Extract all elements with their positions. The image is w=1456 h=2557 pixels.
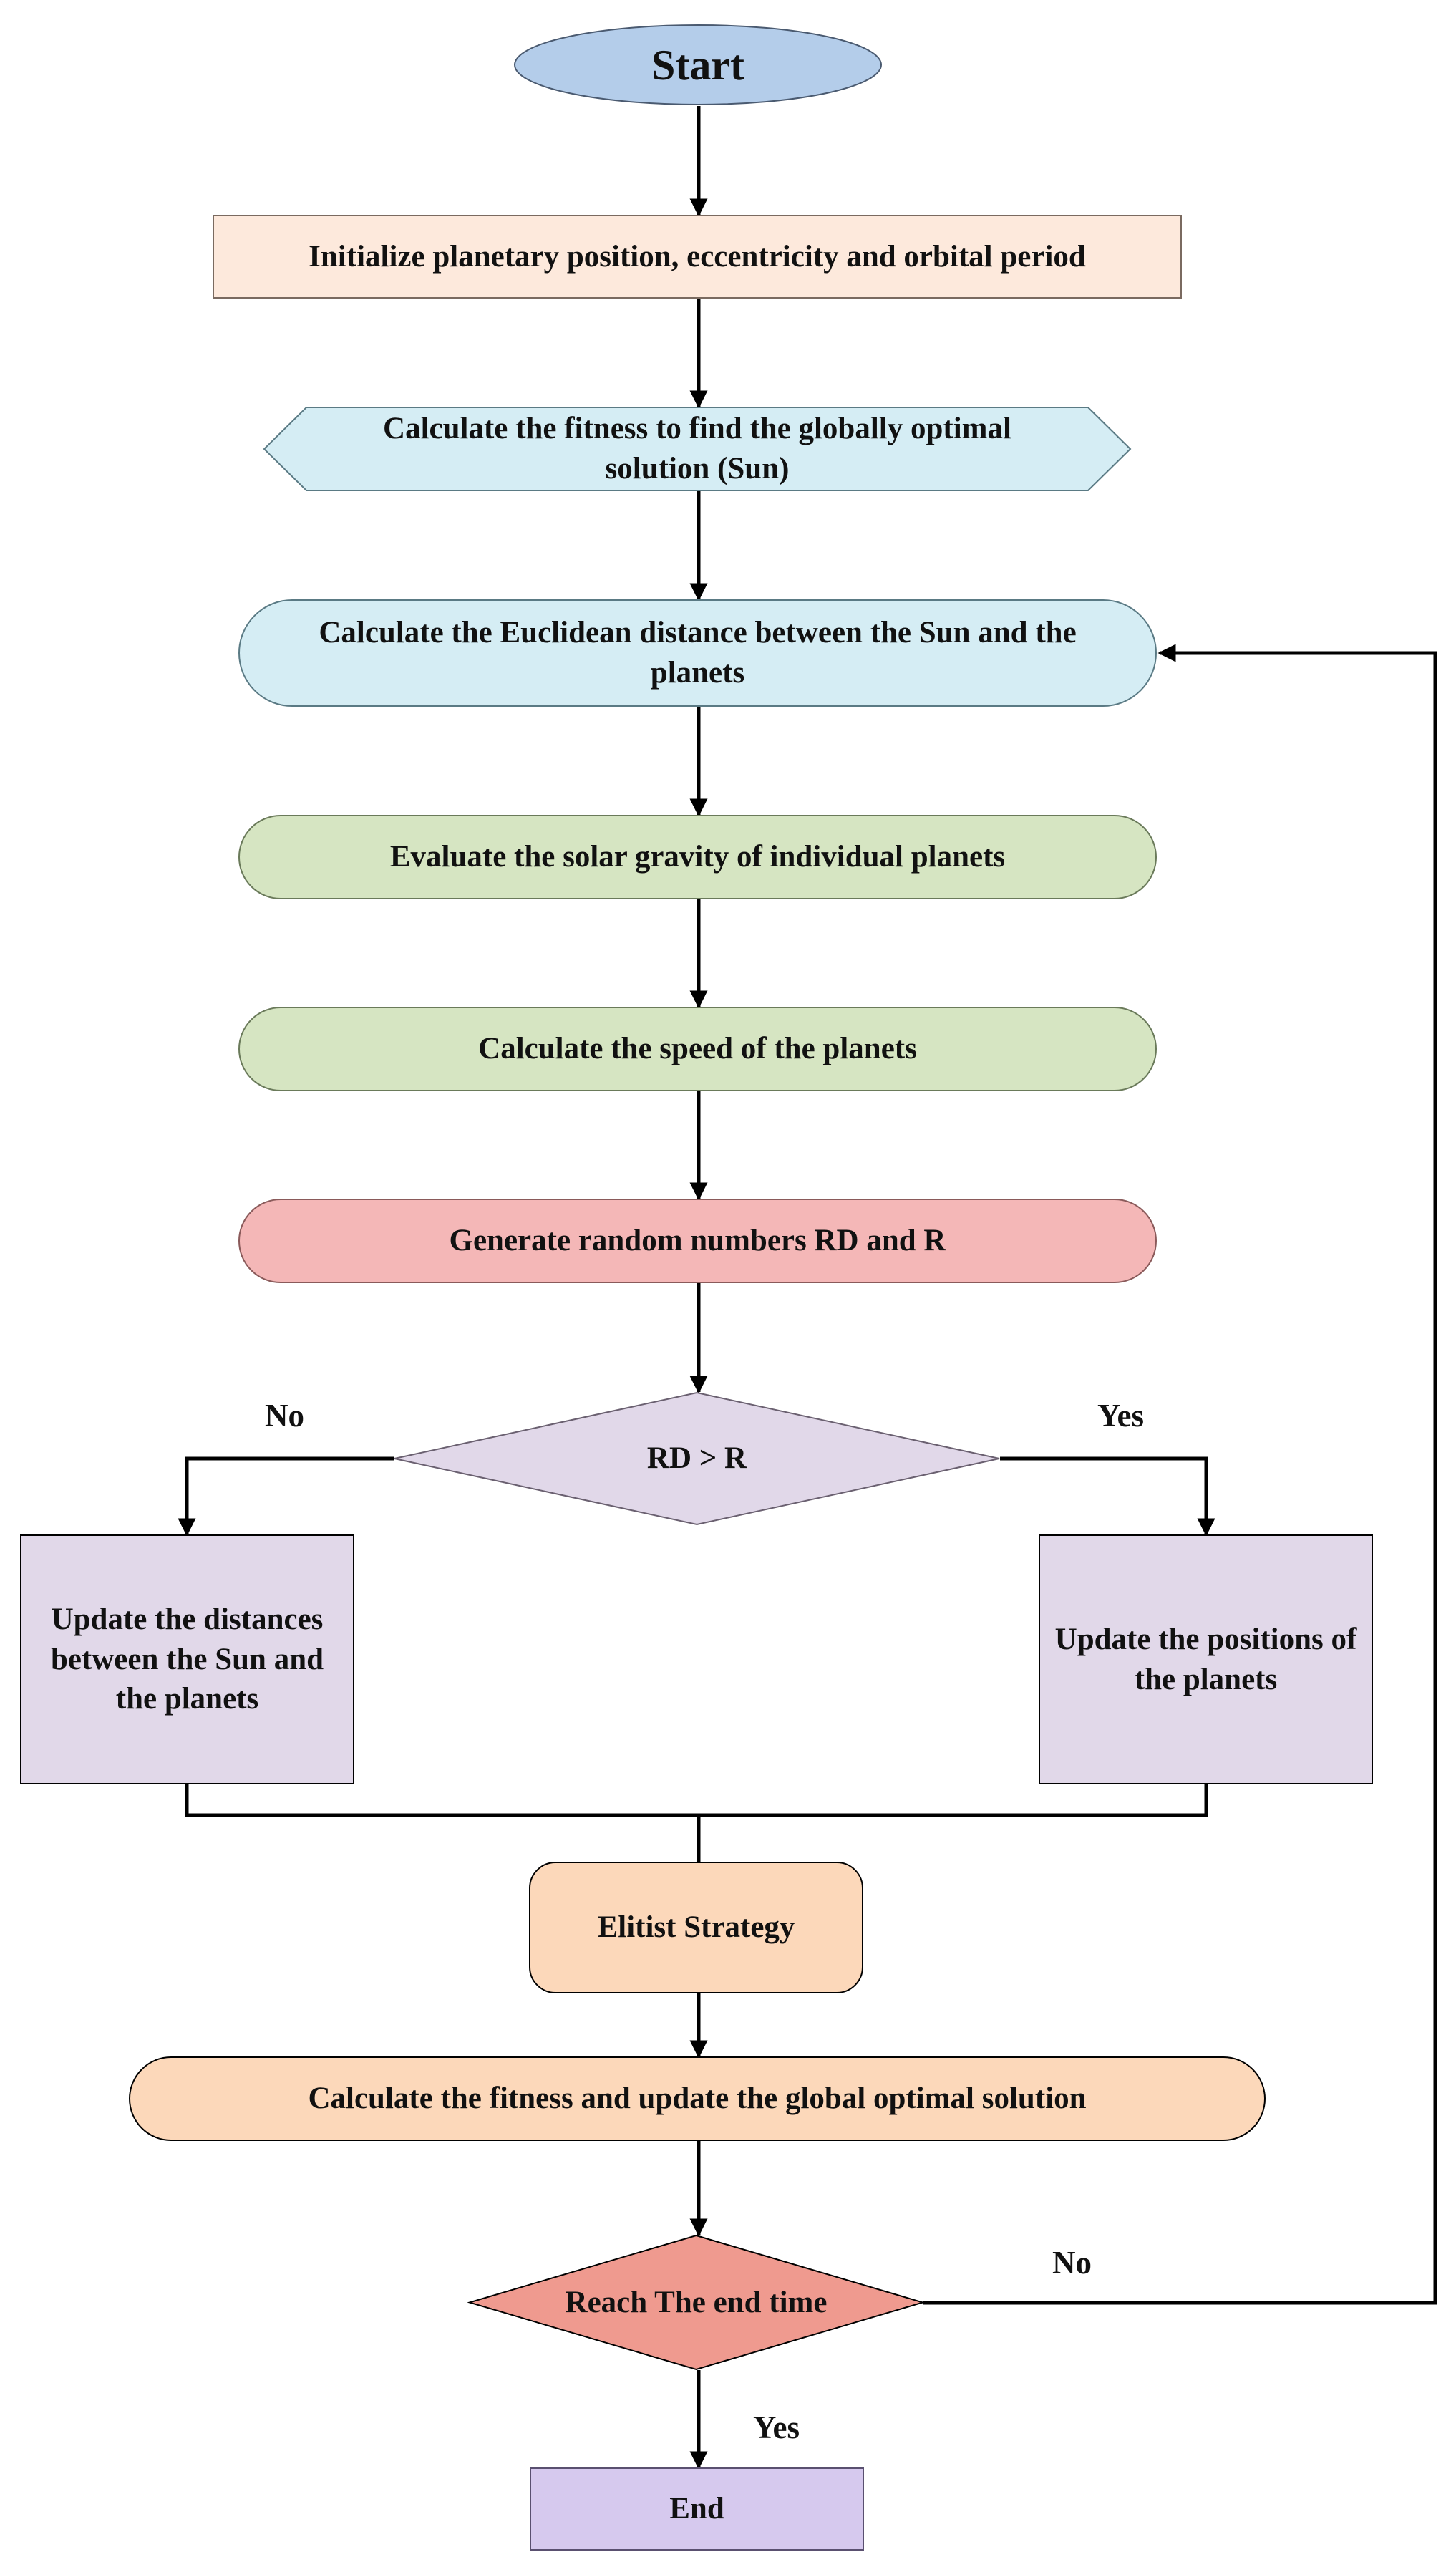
decision-end-shape bbox=[467, 2234, 926, 2371]
edge-label-rd-yes: Yes bbox=[1097, 1398, 1144, 1434]
update-distances-label: Update the distances between the Sun and… bbox=[50, 1602, 324, 1716]
end-shape bbox=[530, 2467, 864, 2551]
gravity-label: Evaluate the solar gravity of individual… bbox=[389, 840, 1006, 874]
decision-end-node: Reach The end time bbox=[467, 2234, 926, 2371]
update-distances-shape bbox=[20, 1534, 354, 1784]
elitist-node: Elitist Strategy bbox=[529, 1862, 863, 1993]
gravity-node: Evaluate the solar gravity of individual… bbox=[238, 815, 1157, 899]
arrow-loop-back-no bbox=[923, 644, 1437, 2305]
fitness-sun-shape bbox=[263, 407, 1132, 491]
end-node: End bbox=[530, 2467, 864, 2551]
start-shape bbox=[514, 24, 882, 105]
random-node: Generate random numbers RD and R bbox=[238, 1199, 1157, 1283]
decision-rd-label: RD > R bbox=[646, 1441, 747, 1476]
decision-rd-node: RD > R bbox=[394, 1391, 1000, 1526]
decision-end-label: Reach The end time bbox=[565, 2285, 828, 2319]
fitness-sun-label: Calculate the fitness to find the global… bbox=[383, 412, 1011, 485]
random-label: Generate random numbers RD and R bbox=[449, 1224, 946, 1258]
start-node: Start bbox=[513, 24, 883, 106]
euclidean-node: Calculate the Euclidean distance between… bbox=[238, 599, 1157, 707]
decision-rd-shape bbox=[394, 1391, 1000, 1526]
line-merge bbox=[185, 1784, 1208, 1817]
speed-node: Calculate the speed of the planets bbox=[238, 1007, 1157, 1091]
init-label: Initialize planetary position, eccentric… bbox=[309, 239, 1086, 274]
fitness-update-label: Calculate the fitness and update the glo… bbox=[308, 2082, 1087, 2116]
edge-label-end-yes: Yes bbox=[753, 2409, 800, 2445]
arrow-yes-to-update-positions bbox=[1000, 1456, 1215, 1537]
fitness-update-node: Calculate the fitness and update the glo… bbox=[129, 2056, 1266, 2141]
update-distances-node: Update the distances between the Sun and… bbox=[20, 1534, 354, 1784]
update-positions-label: Update the positions of the planets bbox=[1054, 1622, 1357, 1696]
speed-label: Calculate the speed of the planets bbox=[478, 1032, 917, 1066]
arrow-no-to-update-distances bbox=[178, 1456, 394, 1537]
end-label: End bbox=[669, 2492, 724, 2526]
init-node: Initialize planetary position, eccentric… bbox=[213, 215, 1182, 299]
elitist-shape bbox=[529, 1862, 863, 1993]
fitness-sun-node: Calculate the fitness to find the global… bbox=[263, 407, 1132, 491]
elitist-label: Elitist Strategy bbox=[597, 1910, 795, 1945]
update-positions-shape bbox=[1039, 1534, 1373, 1784]
start-label: Start bbox=[651, 41, 744, 89]
edge-label-rd-no: No bbox=[265, 1398, 304, 1434]
update-positions-node: Update the positions of the planets bbox=[1039, 1534, 1373, 1784]
euclidean-label: Calculate the Euclidean distance between… bbox=[319, 616, 1077, 690]
edge-label-end-no: No bbox=[1052, 2245, 1092, 2281]
